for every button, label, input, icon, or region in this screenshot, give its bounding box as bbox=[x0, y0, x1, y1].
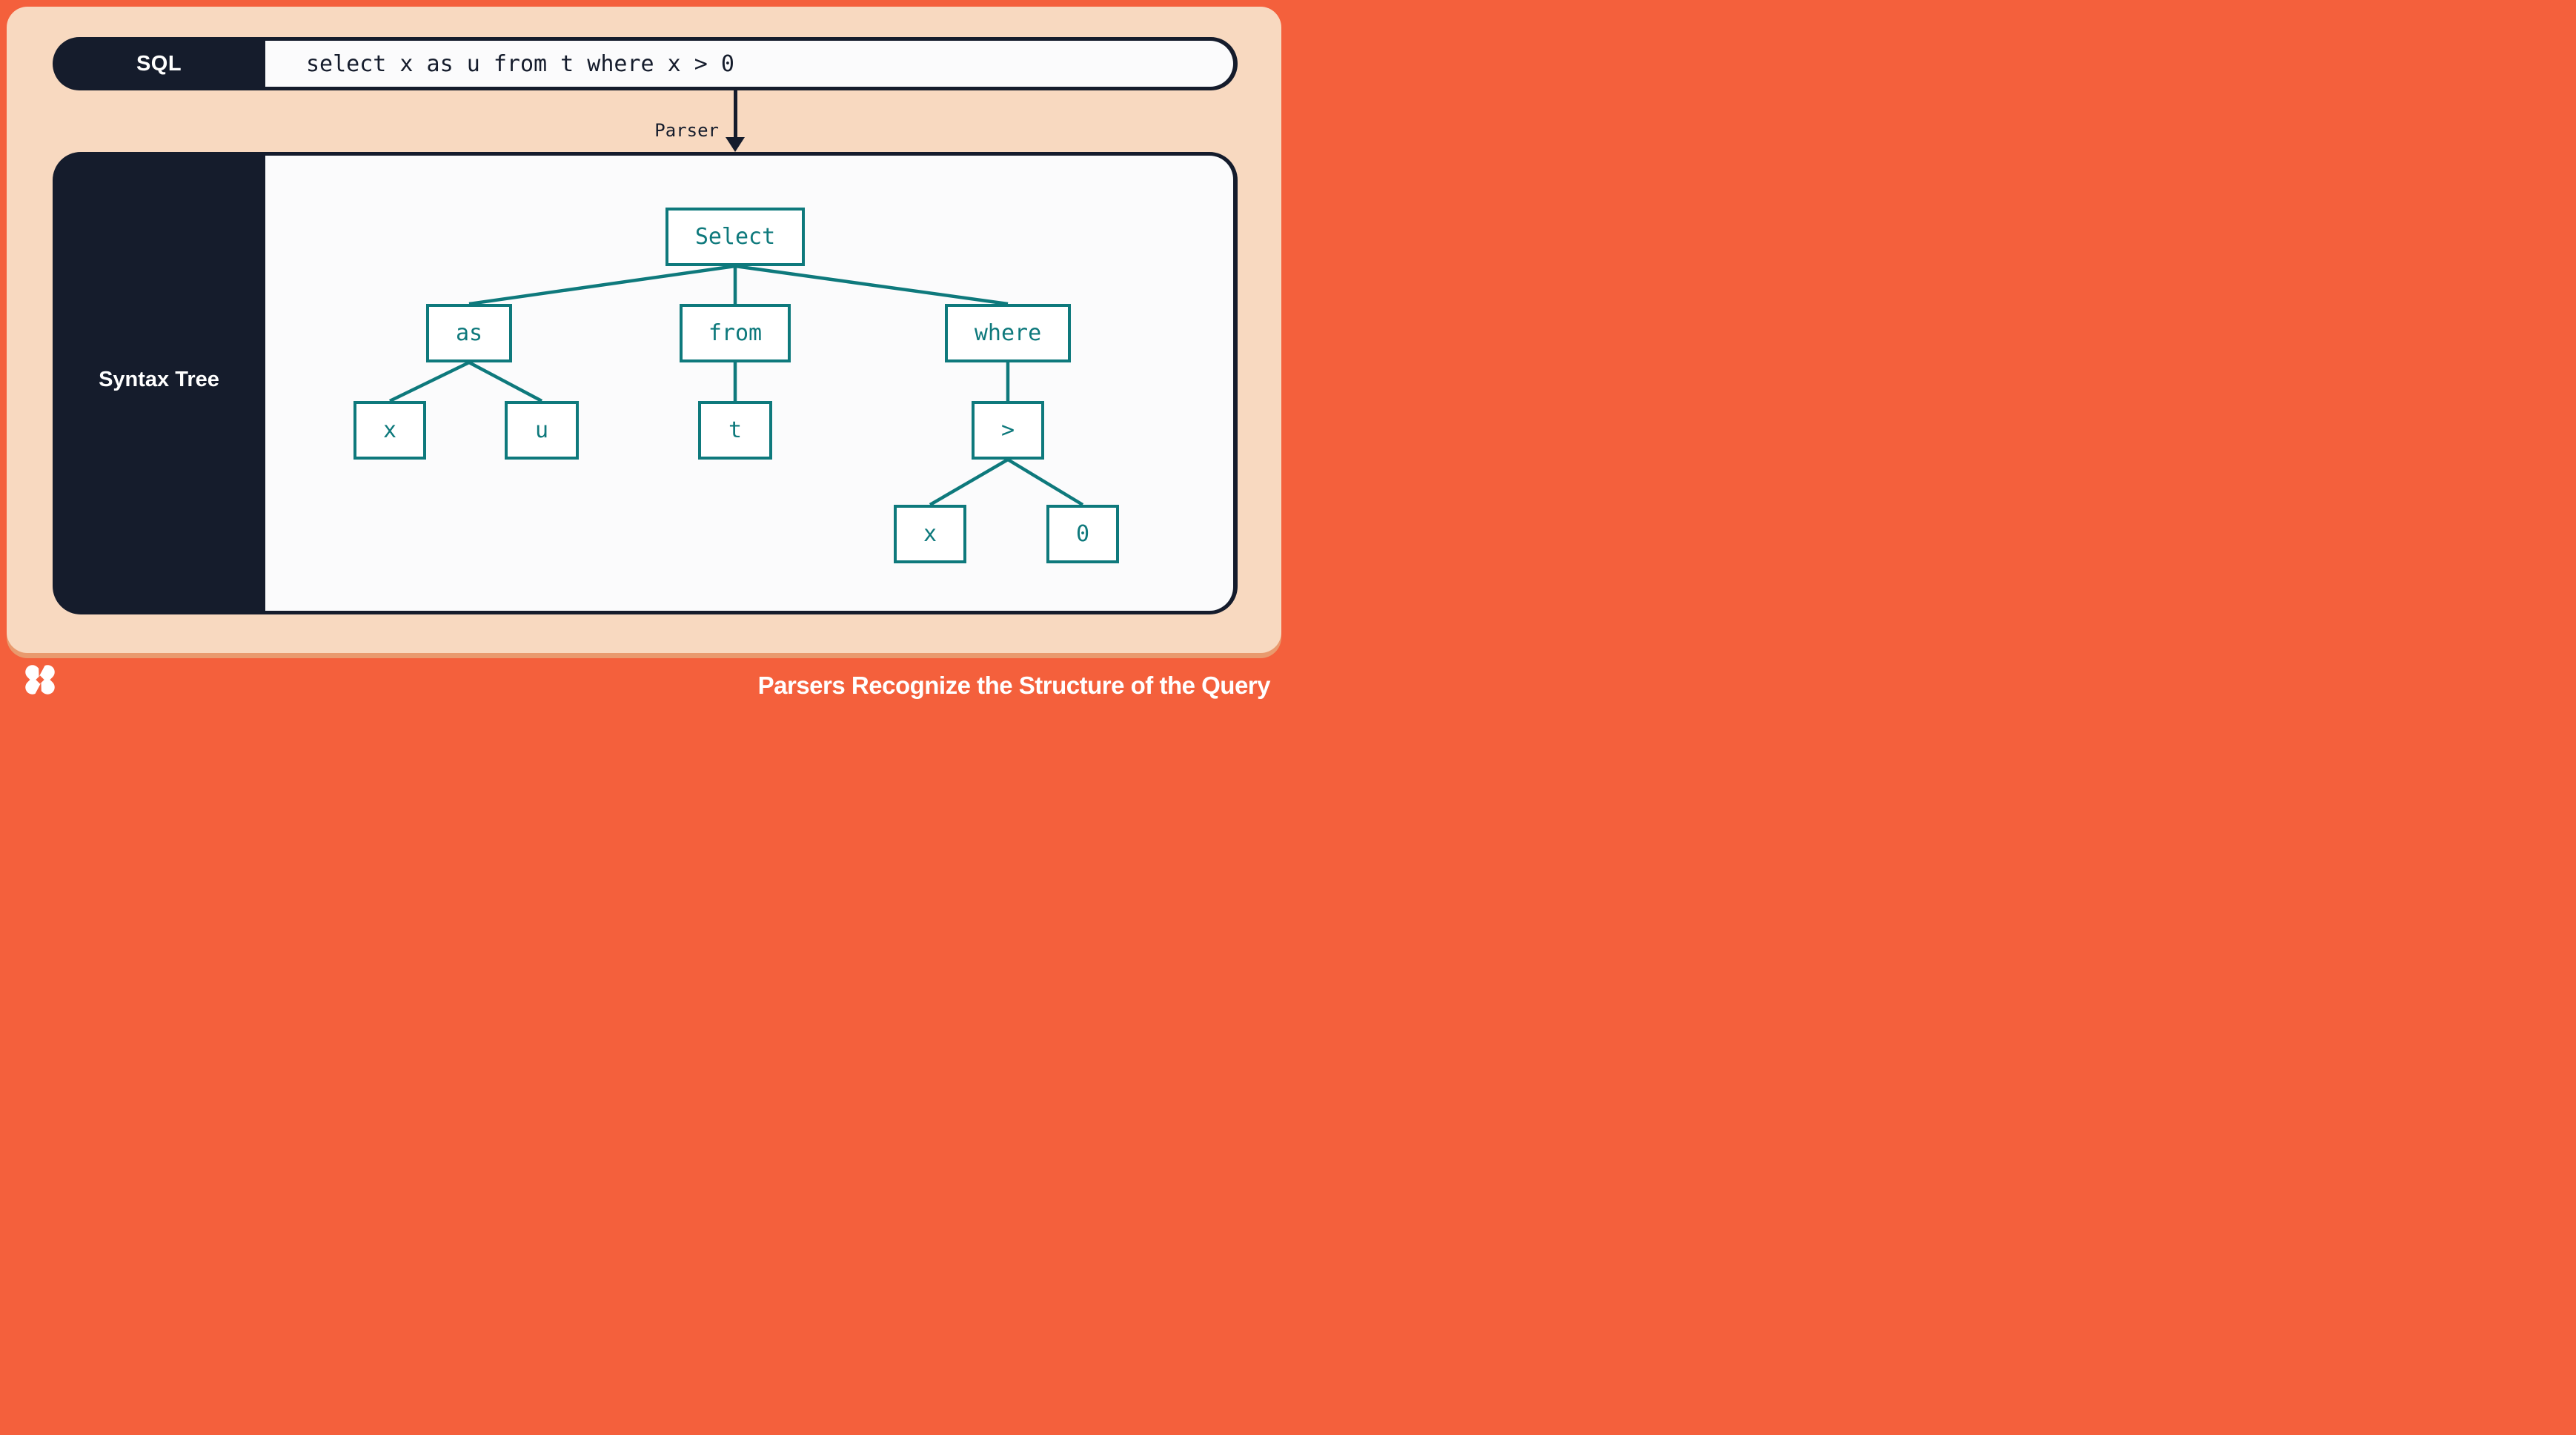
tree-node-select: Select bbox=[665, 208, 805, 266]
sql-query-field: select x as u from t where x > 0 bbox=[265, 41, 1233, 87]
tree-edges bbox=[389, 264, 1084, 506]
sql-bar: SQL select x as u from t where x > 0 bbox=[53, 37, 1238, 90]
tree-node-x2: x bbox=[894, 505, 966, 563]
tree-node-where: where bbox=[945, 304, 1071, 362]
tree-node-from: from bbox=[680, 304, 791, 362]
pinwheel-x-logo-icon bbox=[25, 662, 55, 697]
tree-node-x1: x bbox=[353, 401, 426, 460]
slide: SQL select x as u from t where x > 0 Par… bbox=[0, 0, 1288, 718]
tree-edge-gt-zero bbox=[1006, 458, 1084, 506]
tree-node-u: u bbox=[505, 401, 579, 460]
tree-edge-gt-x2 bbox=[929, 458, 1009, 506]
parser-label: Parser bbox=[654, 120, 719, 141]
syntax-tree-panel-title: Syntax Tree bbox=[99, 367, 219, 391]
tree-edge-as-u bbox=[468, 361, 543, 402]
sql-bar-title: SQL bbox=[136, 51, 182, 76]
tree-node-zero: 0 bbox=[1046, 505, 1119, 563]
tree-edge-as-x1 bbox=[389, 360, 470, 403]
tree-node-as: as bbox=[426, 304, 512, 362]
parser-arrow-line bbox=[734, 90, 737, 138]
footer-band: Parsers Recognize the Structure of the Q… bbox=[0, 653, 1288, 718]
tree-edge-select-as bbox=[468, 264, 736, 306]
tree-node-gt: > bbox=[972, 401, 1044, 460]
sql-query-text: select x as u from t where x > 0 bbox=[306, 50, 734, 77]
tree-node-t: t bbox=[698, 401, 772, 460]
tree-edge-select-where bbox=[734, 264, 1009, 306]
parser-arrow-head-icon bbox=[726, 137, 745, 152]
slide-title: Parsers Recognize the Structure of the Q… bbox=[757, 671, 1271, 699]
